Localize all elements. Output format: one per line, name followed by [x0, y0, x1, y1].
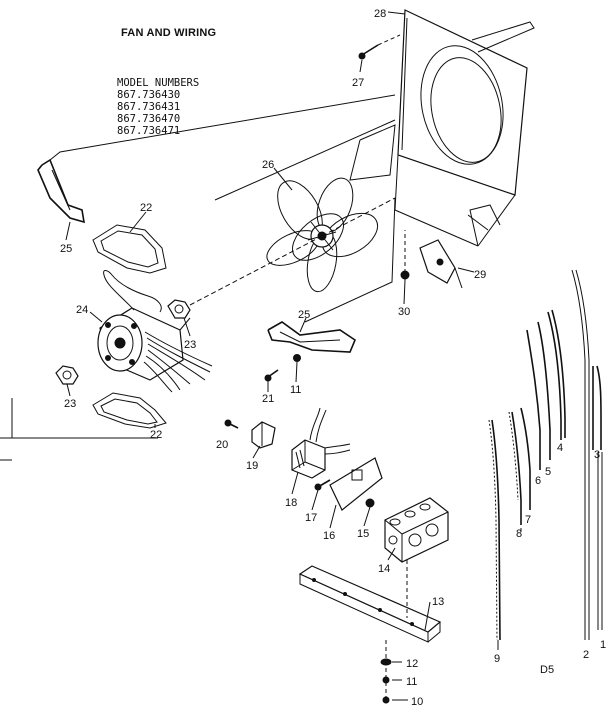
callout-27: 27: [352, 77, 364, 89]
callout-labels: 28 27 26 25 25 22 22 24 23 23 29 30 21 1…: [60, 8, 606, 708]
relay: [251, 421, 276, 449]
leader-lines: [65, 11, 522, 701]
callout-4: 4: [557, 442, 563, 454]
wire-8: [508, 411, 522, 525]
callout-22: 22: [140, 202, 152, 214]
wire-7: [520, 407, 531, 510]
terminal-block: [384, 497, 449, 563]
callout-7: 7: [525, 514, 531, 526]
callout-1: 1: [600, 639, 606, 651]
callout-30: 30: [398, 306, 410, 318]
fan-housing: [349, 9, 535, 247]
callout-5: 5: [545, 466, 551, 478]
callout-24: 24: [76, 304, 88, 316]
screw-27: [358, 34, 401, 60]
screw-20: [224, 419, 239, 429]
callout-25: 25: [60, 243, 72, 255]
nut-23-upper: [167, 299, 191, 319]
diagram-title: FAN AND WIRING: [121, 27, 217, 39]
motor-gasket: [92, 224, 167, 274]
callout-22: 22: [150, 429, 162, 441]
callout-13: 13: [432, 596, 444, 608]
callout-17: 17: [305, 512, 317, 524]
callout-2: 2: [583, 649, 589, 661]
callout-29: 29: [474, 269, 486, 281]
motor-mount-bracket: [37, 158, 85, 224]
capacitor: [291, 407, 351, 479]
callout-9: 9: [494, 653, 500, 665]
model-number: 867.736470: [117, 113, 181, 125]
wire-3: [592, 365, 602, 450]
fan-blade: [266, 177, 378, 293]
grommet-12: [380, 658, 392, 666]
screw-21: [264, 369, 279, 382]
callout-3: 3: [594, 449, 600, 461]
nut-15: [365, 498, 375, 508]
bracket-clip: [419, 239, 463, 289]
fan-motor: [97, 270, 213, 393]
wire-5: [537, 321, 551, 460]
washer-11-lower: [382, 676, 390, 684]
wire-2: [571, 269, 590, 640]
callout-6: 6: [535, 475, 541, 487]
model-numbers-block: MODEL NUMBERS 867.736430 867.736431 867.…: [117, 77, 199, 137]
washer-11-upper: [293, 354, 301, 362]
diagram-code: D5: [540, 664, 554, 676]
model-numbers-header: MODEL NUMBERS: [117, 77, 200, 89]
model-number: 867.736430: [117, 89, 181, 101]
nut-23-lower: [55, 365, 79, 385]
callout-11: 11: [406, 676, 417, 688]
screw-17: [314, 479, 331, 491]
motor-mount-bracket: [267, 321, 356, 353]
wire-4: [547, 309, 566, 440]
callout-15: 15: [357, 528, 369, 540]
callout-11: 11: [290, 384, 301, 396]
callout-19: 19: [246, 460, 258, 472]
base-rail: [298, 560, 442, 643]
callout-8: 8: [516, 528, 522, 540]
callout-14: 14: [378, 563, 390, 575]
wire-6: [526, 329, 541, 470]
terminal-plate: [329, 457, 383, 511]
screw-30: [400, 270, 410, 280]
callout-18: 18: [285, 497, 297, 509]
callout-26: 26: [262, 159, 274, 171]
callout-28: 28: [374, 8, 386, 20]
callout-10: 10: [411, 696, 423, 708]
motor-gasket: [92, 392, 167, 429]
callout-16: 16: [323, 530, 335, 542]
screw-10: [382, 696, 390, 704]
callout-23: 23: [64, 398, 76, 410]
callout-21: 21: [262, 393, 274, 405]
wire-1: [597, 452, 603, 630]
callout-20: 20: [216, 439, 228, 451]
model-number: 867.736431: [117, 101, 181, 113]
callout-23: 23: [184, 339, 196, 351]
callout-25: 25: [298, 309, 310, 321]
wire-9: [488, 419, 501, 650]
callout-12: 12: [406, 658, 418, 670]
